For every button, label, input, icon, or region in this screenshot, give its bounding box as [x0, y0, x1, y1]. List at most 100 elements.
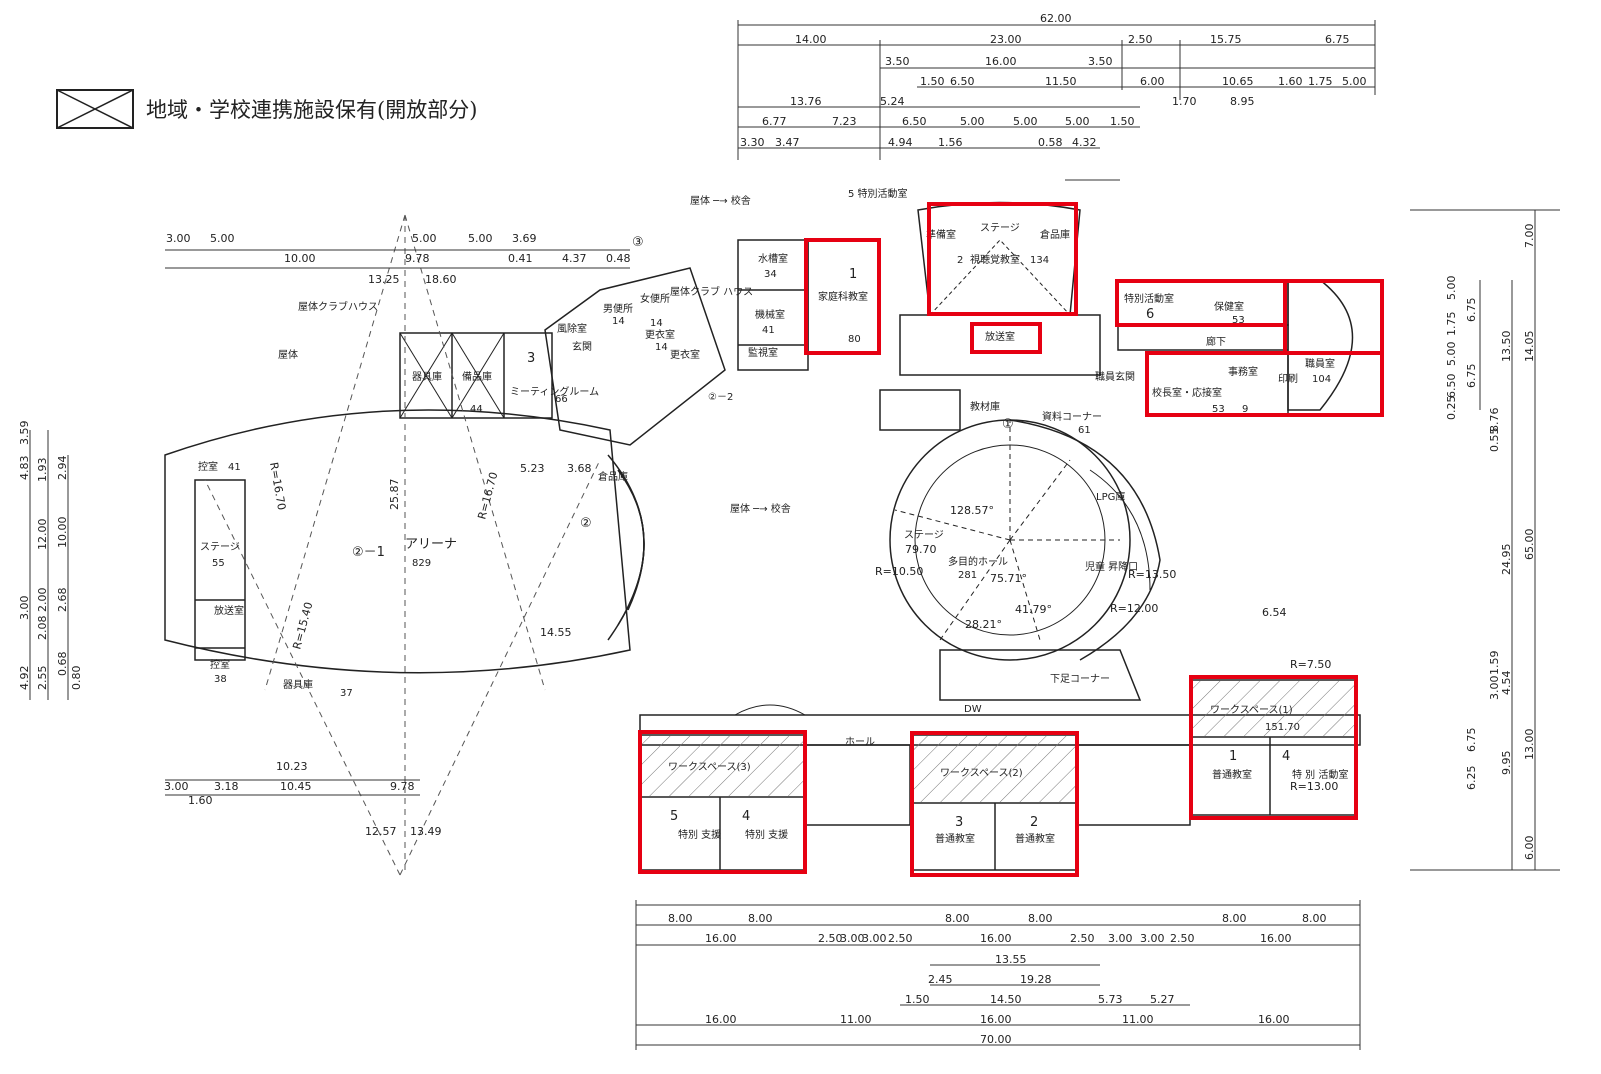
right-dimensions: [1410, 209, 1560, 871]
dim-right-7: 6.50: [1445, 374, 1458, 399]
dim-bottom-r2-3: 3.00: [862, 932, 887, 945]
dim-r1350: R=13.50: [1128, 568, 1176, 581]
label-special-6-num: 6: [1146, 307, 1154, 322]
dim-bottom-r3-6: 5.27: [1150, 993, 1175, 1006]
dim-left-7: 2.00: [36, 588, 49, 613]
dim-bottom-r2-4: 2.50: [888, 932, 913, 945]
label-shoe-corner: 下足コーナー: [1050, 673, 1110, 685]
dim-a2821: 28.21°: [965, 618, 1002, 631]
dim-top-r6-2: 4.94: [888, 136, 913, 149]
label-health: 保健室: [1214, 300, 1244, 313]
label-spec-4: 特 別 活動室: [1292, 768, 1348, 781]
legend-swatch: [56, 89, 134, 129]
dim-top-r6-0: 3.30: [740, 136, 765, 149]
dim-1455: 14.55: [540, 626, 572, 639]
dim-1045: 10.45: [280, 780, 312, 793]
right-dimension-labels: 7.00 5.00 6.75 1.75 5.00 13.50 14.05 6.5…: [1445, 224, 1536, 861]
label-ws-2: ワークスペース(2): [940, 767, 1023, 779]
label-home-ec-num: 1: [849, 267, 857, 282]
dim-gym-437: 4.37: [562, 252, 587, 265]
dim-gym-1325: 13.25: [368, 273, 400, 286]
dim-top-r6-1: 3.47: [775, 136, 800, 149]
label-cls-2: 普通教室: [1015, 832, 1055, 845]
dim-top-r2-2: 3.50: [1088, 55, 1113, 68]
dim-left-0: 4.83: [18, 456, 31, 481]
dim-bottom-r2-8: 3.00: [1140, 932, 1165, 945]
label-monitor: 監視室: [748, 346, 778, 359]
label-props: 倉品庫: [1040, 228, 1070, 241]
dim-total-top: 62.00: [1040, 12, 1072, 25]
dim-bottom-r1-5: 8.00: [1302, 912, 1327, 925]
label-machine-area: 41: [762, 325, 775, 336]
label-sup-5: 特別 支援: [678, 828, 721, 841]
dim-right-2: 6.75: [1465, 298, 1478, 323]
label-water: 水槽室: [758, 252, 788, 265]
dim-654: 6.54: [1262, 606, 1287, 619]
dim-top-r5-3: 5.00: [960, 115, 985, 128]
dim-right-11: 8.76: [1488, 408, 1501, 433]
dim-gym-300: 3.00: [166, 232, 191, 245]
dim-top-r6-5: 4.32: [1072, 136, 1097, 149]
label-staff-room: 職員室: [1305, 357, 1335, 370]
label-home-ec: 家庭科教室: [818, 290, 868, 303]
dim-a12857: 128.57°: [950, 504, 994, 517]
label-num-2-2: ②－2: [708, 392, 733, 403]
label-lpg: LPG庫: [1096, 490, 1125, 503]
label-stage-hall: ステージ: [904, 530, 944, 541]
label-women-wc: 女便所: [640, 292, 670, 305]
dim-bottom-r1-3: 8.00: [1028, 912, 1053, 925]
dim-right-4: 5.00: [1445, 342, 1458, 367]
label-multi-hall: 多目的ホール: [948, 555, 1008, 568]
label-meeting-num: 3: [527, 351, 535, 366]
label-gym-equip: 器具庫: [283, 678, 313, 691]
highlight-av-room: [927, 202, 1078, 316]
legend-label: 地域・学校連携施設保有(開放部分): [146, 98, 477, 122]
dim-right-5: 13.50: [1500, 331, 1513, 363]
dim-bottom-r2-1: 2.50: [818, 932, 843, 945]
label-ws-1-area: 151.70: [1265, 722, 1300, 733]
dim-gym-1000: 10.00: [284, 252, 316, 265]
label-home-ec-area: 80: [848, 334, 861, 345]
label-gym-equip-area: 37: [340, 688, 353, 699]
label-materials-corner: 資料コーナー: [1042, 410, 1102, 423]
label-hall: ホール: [845, 736, 875, 748]
dim-top-c: 2.50: [1128, 33, 1153, 46]
dim-left-13: 0.80: [70, 666, 83, 691]
dim-gym-500c: 5.00: [468, 232, 493, 245]
label-teaching-mat: 教材庫: [970, 400, 1000, 413]
dim-bottom-r1-2: 8.00: [945, 912, 970, 925]
left-dimensions: [29, 430, 69, 700]
highlight-ws-2: [910, 731, 1079, 877]
label-stage-left-area: 55: [212, 558, 225, 569]
gym-dashed-guides: [204, 214, 601, 876]
label-staff-entrance: 職員玄関: [1095, 370, 1135, 383]
dim-160: 1.60: [188, 794, 213, 807]
central-hall: [879, 389, 1161, 701]
dim-top-r2-6: 1.75: [1308, 75, 1333, 88]
dim-978b: 9.78: [390, 780, 415, 793]
dim-gym-041: 0.41: [508, 252, 533, 265]
dim-right-21: 6.00: [1523, 836, 1536, 861]
label-av-room: 視聴覚教室: [970, 253, 1020, 266]
dim-right-19: 9.95: [1500, 751, 1513, 776]
label-cls-1: 普通教室: [1212, 768, 1252, 781]
dim-top-r6-4: 0.58: [1038, 136, 1063, 149]
dim-top-r3-2: 11.50: [1045, 75, 1077, 88]
dim-318: 3.18: [214, 780, 239, 793]
dim-right-15: 1.59: [1488, 651, 1501, 676]
dim-top-a: 14.00: [795, 33, 827, 46]
label-special-5-head: 5 特別活動室: [848, 187, 908, 200]
dim-left-3: 2.94: [56, 456, 69, 481]
dim-right-9: 6.75: [1465, 364, 1478, 389]
dim-gym-978: 9.78: [405, 252, 430, 265]
dim-left-1: 3.59: [18, 421, 31, 446]
dim-right-14: 3.00: [1488, 676, 1501, 701]
label-arena: アリーナ: [405, 537, 457, 552]
dim-top-r5-2: 6.50: [902, 115, 927, 128]
dim-bottom-r2-5: 16.00: [980, 932, 1012, 945]
dim-top-r5-0: 6.77: [762, 115, 787, 128]
dim-top-r2-7: 5.00: [1342, 75, 1367, 88]
dim-bottom-r3-1: 2.45: [928, 973, 953, 986]
label-to-school-2: 屋体 ─→ 校舎: [730, 502, 791, 515]
highlight-ws-3: [638, 730, 807, 874]
